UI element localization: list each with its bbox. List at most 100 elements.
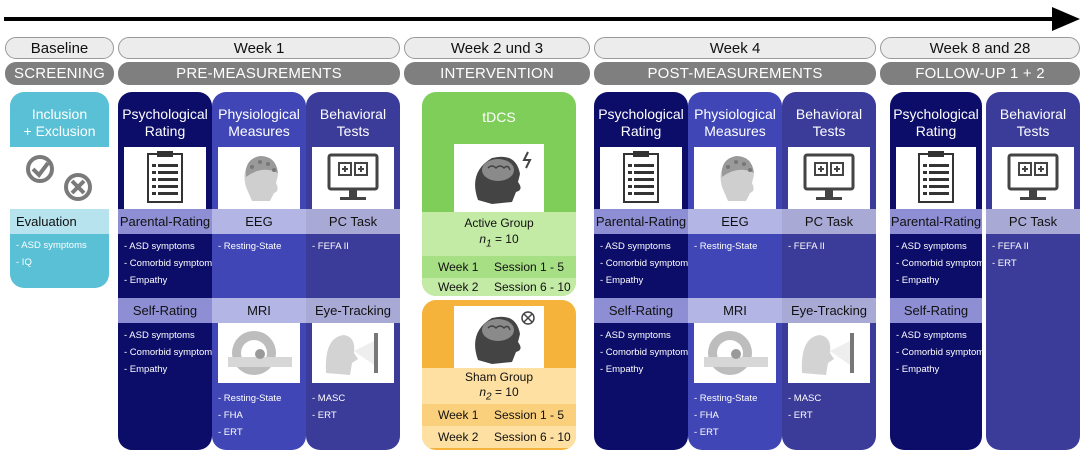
mri-band: MRI [688,298,782,323]
screening-title-line2: + Exclusion [23,123,96,139]
list-item: - Resting-State [218,393,282,404]
eye-tracking-band: Eye-Tracking [782,298,876,323]
self-rating-band: Self-Rating [118,298,212,323]
parental-rating-band: Parental-Rating [890,209,982,234]
clipboard-icon [600,147,682,209]
monitor-icon [992,147,1074,209]
list-item: - ERT [788,410,813,421]
list-item: - ERT [992,258,1017,269]
mri-scanner-icon [218,323,300,383]
active-group-n: n1 = 10 [479,232,519,250]
column-title: Behavioral [795,106,863,122]
eeg-band: EEG [688,209,782,234]
pre-behav-column: Behavioral Tests PC Task - FEFA II Eye-T… [306,92,400,450]
pc-items: - FEFA II [788,238,872,255]
mri-items: - Resting-State - FHA - ERT [694,390,778,441]
list-item: - ASD symptoms [600,241,671,252]
phase-week-4: Week 4 [594,37,876,59]
sham-group-info: Sham Group n2 = 10 [422,368,576,404]
column-title: Rating [144,123,186,139]
sham-week-1-row: Week 1 Session 1 - 5 [422,404,576,426]
list-item: - ASD symptoms [600,330,671,341]
eye-items: - MASC - ERT [312,390,396,424]
phase-label-screening: SCREENING [5,62,114,85]
eye-tracking-icon [788,323,870,383]
column-title: Rating [620,123,662,139]
checkmark-cross-icon [10,147,109,209]
column-title: Physiological [694,106,776,122]
list-item: - FHA [218,410,243,421]
list-item: - Empathy [124,275,168,286]
parental-rating-band: Parental-Rating [118,209,212,234]
list-item: - ERT [312,410,337,421]
parental-items: - ASD symptoms - Comorbid symptoms - Emp… [600,238,688,289]
phase-week-1: Week 1 [118,37,400,59]
column-title: Psychological [122,106,208,122]
pre-psych-column: Psychological Rating Parental-Rating - A… [118,92,212,450]
list-item: - IQ [16,257,32,268]
active-week-1-row: Week 1 Session 1 - 5 [422,256,576,278]
column-title: Measures [228,123,290,139]
pc-task-band: PC Task [306,209,400,234]
followup-pc-items: - FEFA II - ERT [992,238,1076,272]
followup-behav-column: Behavioral Tests PC Task - FEFA II - ERT [986,92,1080,450]
screening-title-line1: Inclusion [31,106,88,122]
list-item: - Comorbid symptoms [896,347,982,358]
sham-week-2-row: Week 2 Session 6 - 10 [422,426,576,448]
followup-psych-column: Psychological Rating Parental-Rating - A… [890,92,982,450]
list-item: - Comorbid symptoms [124,347,212,358]
clipboard-icon [124,147,206,209]
phase-week-8-28: Week 8 and 28 [880,37,1080,59]
list-item: - Comorbid symptoms [600,258,688,269]
pc-task-band: PC Task [986,209,1080,234]
list-item: - ASD symptoms [896,330,967,341]
list-item: - Empathy [600,364,644,375]
column-title: Behavioral [319,106,387,122]
active-week-2-row: Week 2 Session 6 - 10 [422,278,576,296]
pre-phys-column: Physiological Measures EEG - Resting-Sta… [212,92,306,450]
column-title: Behavioral [999,106,1067,122]
phase-baseline: Baseline [5,37,114,59]
column-title: Tests [812,123,846,139]
screening-items: - ASD symptoms - IQ [16,237,105,271]
eeg-band: EEG [212,209,306,234]
phase-label-intervention: INTERVENTION [404,62,590,85]
self-items: - ASD symptoms - Comorbid symptoms - Emp… [896,327,982,378]
column-title: Measures [704,123,766,139]
post-behav-column: Behavioral Tests PC Task - FEFA II Eye-T… [782,92,876,450]
column-title: Tests [336,123,370,139]
sham-group-label: Sham Group [464,370,534,384]
phase-label-post: POST-MEASUREMENTS [594,62,876,85]
self-items: - ASD symptoms - Comorbid symptoms - Emp… [600,327,688,378]
list-item: - FEFA II [992,241,1029,252]
mri-scanner-icon [694,323,776,383]
list-item: - Comorbid symptoms [896,258,982,269]
column-title: Tests [1016,123,1050,139]
eeg-items: - Resting-State [694,238,778,255]
mri-items: - Resting-State - FHA - ERT [218,390,302,441]
active-group-panel: tDCS Active Group n1 = 10 Week 1 Session… [422,92,576,296]
list-item: - FHA [694,410,719,421]
pc-items: - FEFA II [312,238,396,255]
monitor-icon [788,147,870,209]
active-group-info: Active Group n1 = 10 [422,212,576,256]
list-item: - Comorbid symptoms [124,258,212,269]
eeg-items: - Resting-State [218,238,302,255]
list-item: - FEFA II [788,241,825,252]
list-item: - ASD symptoms [124,241,195,252]
eye-items: - MASC - ERT [788,390,872,424]
post-phys-column: Physiological Measures EEG - Resting-Sta… [688,92,782,450]
column-title: Physiological [218,106,300,122]
list-item: - ASD symptoms [124,330,195,341]
list-item: - Empathy [124,364,168,375]
eeg-head-icon [218,147,300,209]
evaluation-band: Evaluation [10,209,109,234]
list-item: - Empathy [600,275,644,286]
list-item: - ASD symptoms [896,241,967,252]
list-item: - MASC [788,393,822,404]
sham-group-panel: Sham Group n2 = 10 Week 1 Session 1 - 5 … [422,300,576,450]
list-item: - FEFA II [312,241,349,252]
clipboard-icon [896,147,976,209]
parental-items: - ASD symptoms - Comorbid symptoms - Emp… [124,238,212,289]
phase-week-2-3: Week 2 und 3 [404,37,590,59]
